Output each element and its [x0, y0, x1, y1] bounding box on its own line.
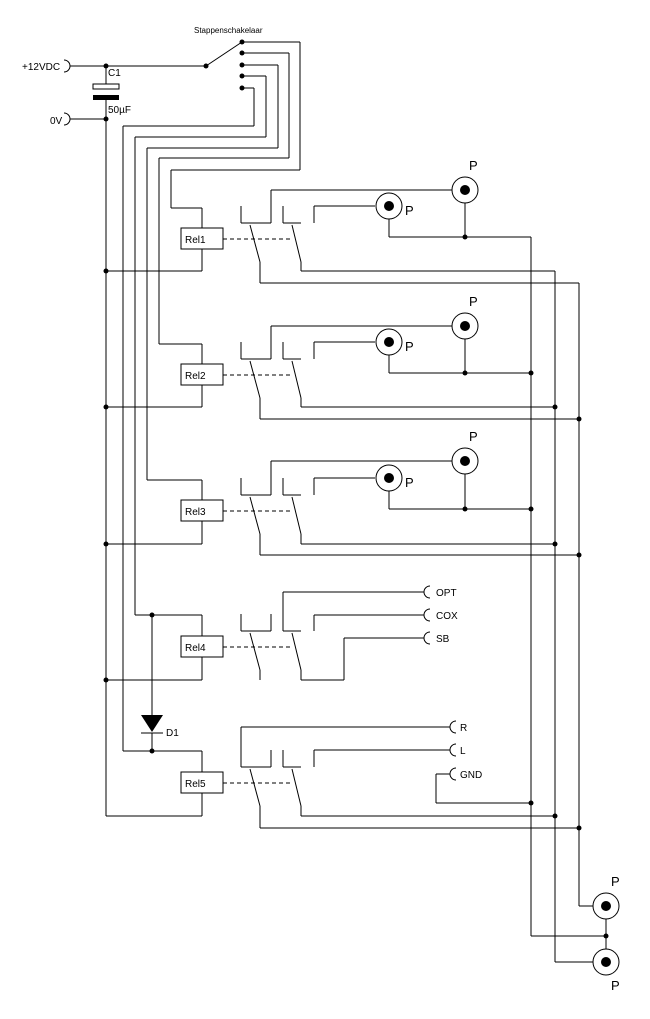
ground-terminal: [63, 112, 71, 126]
relay-1: Rel1 P P: [106, 158, 579, 284]
diode-d1: D1: [135, 614, 179, 751]
phono-jack: [592, 948, 620, 976]
control-wires: [122, 125, 300, 752]
svg-text:L: L: [460, 746, 466, 757]
supply-terminal: [63, 59, 71, 73]
svg-text:D1: D1: [166, 728, 179, 739]
svg-text:P: P: [405, 203, 414, 218]
svg-text:P: P: [469, 158, 478, 173]
r-terminal: [449, 720, 457, 734]
cap-value-label: 50µF: [108, 105, 131, 116]
svg-text:P: P: [611, 874, 620, 889]
relay-3: Rel3 P P: [106, 429, 579, 556]
relay-5: Rel5 R L GND: [180, 720, 579, 829]
svg-text:Rel2: Rel2: [185, 371, 206, 382]
phono-jack: [592, 892, 620, 920]
gnd-terminal: [449, 767, 457, 781]
svg-text:COX: COX: [436, 611, 458, 622]
relay-4: Rel4 OPT COX SB: [106, 585, 458, 681]
svg-text:Rel1: Rel1: [185, 235, 206, 246]
ground-label: 0V: [50, 116, 63, 127]
switch-label: Stappenschakelaar: [194, 26, 263, 35]
capacitor-c1: [92, 83, 120, 90]
supply-label: +12VDC: [22, 62, 60, 73]
svg-text:Rel3: Rel3: [185, 507, 206, 518]
l-terminal: [449, 743, 457, 757]
relay-2: Rel2 P P: [106, 294, 579, 420]
svg-text:P: P: [611, 978, 620, 993]
svg-text:OPT: OPT: [436, 588, 457, 599]
svg-text:P: P: [469, 294, 478, 309]
svg-text:Rel5: Rel5: [185, 779, 206, 790]
svg-text:GND: GND: [460, 770, 482, 781]
sb-terminal: [423, 631, 431, 645]
svg-text:R: R: [460, 723, 467, 734]
supply-section: +12VDC 0V C1 50µF: [22, 59, 206, 817]
step-switch: Stappenschakelaar: [194, 26, 301, 170]
svg-text:SB: SB: [436, 634, 450, 645]
svg-text:P: P: [405, 475, 414, 490]
cox-terminal: [423, 608, 431, 622]
output-buses: P P: [530, 237, 620, 993]
opt-terminal: [423, 585, 431, 599]
svg-text:P: P: [469, 429, 478, 444]
cap-name-label: C1: [108, 68, 121, 79]
svg-text:P: P: [405, 339, 414, 354]
junction-dots: [103, 39, 609, 939]
svg-text:Rel4: Rel4: [185, 643, 206, 654]
